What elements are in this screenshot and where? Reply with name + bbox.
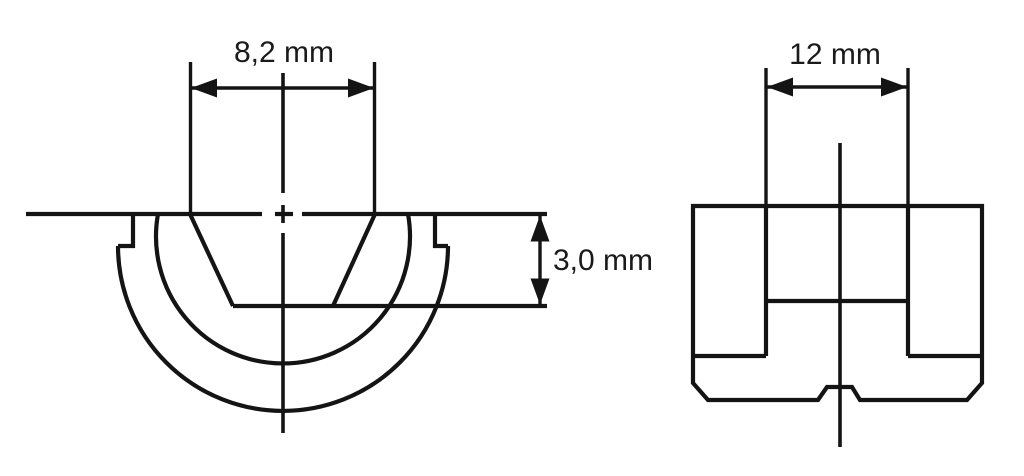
arrowhead-left xyxy=(767,77,793,97)
section-depth-dimension: 3,0 mm xyxy=(530,215,653,305)
section-width-dimension-label: 8,2 mm xyxy=(234,36,334,69)
section-width-dimension: 8,2 mm xyxy=(188,36,377,214)
section-depth-dimension-label: 3,0 mm xyxy=(553,244,653,277)
front-view: 12 mm xyxy=(690,38,985,447)
section-view: 8,2 mm 3,0 mm xyxy=(26,36,653,433)
countersink-left-wall xyxy=(188,213,235,307)
front-width-dimension-label: 12 mm xyxy=(789,38,881,71)
arrowhead-down xyxy=(530,278,550,305)
countersink-right-wall xyxy=(331,213,377,307)
right-step-shoulder xyxy=(432,214,448,249)
arrowhead-up xyxy=(530,215,550,242)
left-step-shoulder xyxy=(118,214,136,249)
arrowhead-right xyxy=(348,78,374,98)
arrowhead-right xyxy=(881,77,907,97)
arrowhead-left xyxy=(191,78,217,98)
front-width-dimension: 12 mm xyxy=(764,38,910,206)
body-outline xyxy=(690,203,985,403)
